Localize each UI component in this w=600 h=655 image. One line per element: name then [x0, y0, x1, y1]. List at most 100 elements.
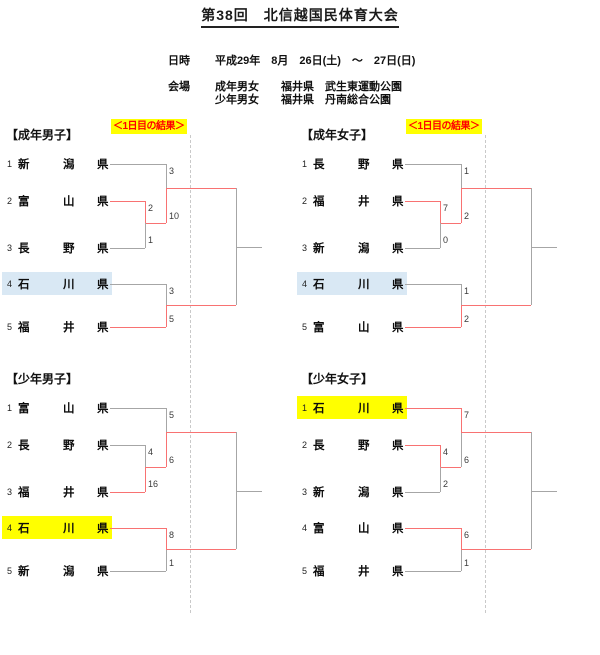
team-name-char: 石 — [313, 278, 325, 291]
page-title: 第38回 北信越国民体育大会 — [201, 5, 399, 28]
team-seed: 3 — [7, 242, 13, 253]
team-name-char: 福 — [313, 565, 325, 578]
team-name-char: 山 — [63, 402, 75, 415]
winner-line — [166, 549, 236, 550]
venue-line-adult: 成年男女 福井県 武生東運動公園 — [215, 81, 402, 93]
team-row: 5 新 潟 県 — [2, 559, 112, 582]
team-row-highlighted: 1 石 川 県 — [297, 396, 407, 419]
team-row: 1 富 山 県 — [2, 396, 112, 419]
score-r1winner-semifinal: 6 — [169, 455, 175, 465]
score-semifinal2-upper: 8 — [169, 530, 175, 540]
score-semifinal2-upper: 3 — [169, 286, 175, 296]
score-seed1-semifinal: 7 — [464, 410, 470, 420]
bracket-title: 【少年男子】 — [6, 372, 79, 386]
title-area: 第38回 北信越国民体育大会 — [0, 5, 600, 28]
team-row-highlighted: 4 石 川 県 — [297, 272, 407, 295]
bracket-line — [110, 445, 145, 446]
team-name-char: 県 — [392, 321, 404, 334]
date-label: 日時 — [168, 55, 190, 67]
winner-line — [440, 201, 441, 223]
winner-line — [461, 305, 531, 306]
score-semifinal2-upper: 6 — [464, 530, 470, 540]
team-name-char: 富 — [313, 522, 325, 535]
team-seed: 3 — [7, 486, 13, 497]
team-name-char: 福 — [18, 486, 30, 499]
bracket-line — [110, 164, 166, 165]
score-semifinal2-lower: 1 — [169, 558, 175, 568]
team-seed: 2 — [302, 195, 308, 206]
venue-line-junior: 少年男女 福井県 丹南総合公園 — [215, 94, 391, 106]
team-row: 2 長 野 県 — [2, 433, 112, 456]
score-round1-upper: 2 — [148, 203, 154, 213]
winner-line — [461, 408, 462, 432]
bracket-adult-women: 【成年女子】 1 長 野 県 2 福 井 県 3 新 潟 県 4 石 川 県 5… — [295, 120, 565, 360]
winner-line — [166, 528, 167, 549]
bracket-line — [405, 164, 461, 165]
bracket-line — [405, 248, 440, 249]
team-row: 5 福 井 県 — [2, 315, 112, 338]
bracket-line — [166, 284, 167, 305]
team-name-char: 野 — [358, 439, 370, 452]
team-name-char: 野 — [63, 439, 75, 452]
team-seed: 4 — [302, 278, 308, 289]
bracket-line — [166, 408, 167, 432]
team-name-char: 井 — [63, 321, 75, 334]
winner-line — [145, 467, 166, 468]
score-r1winner-semifinal: 10 — [169, 211, 180, 221]
team-row: 2 長 野 県 — [297, 433, 407, 456]
winner-line — [110, 528, 166, 529]
team-name-char: 県 — [392, 158, 404, 171]
team-seed: 1 — [302, 158, 308, 169]
team-name-char: 県 — [392, 242, 404, 255]
date-value: 平成29年 8月 26日(土) ～ 27日(日) — [215, 55, 416, 67]
score-seed1-semifinal: 1 — [464, 166, 470, 176]
score-round1-upper: 4 — [443, 447, 449, 457]
bracket-line — [110, 571, 166, 572]
team-seed: 4 — [7, 522, 13, 533]
final-output-line — [531, 247, 557, 248]
team-name-char: 川 — [358, 402, 370, 415]
team-row: 4 富 山 県 — [297, 516, 407, 539]
bracket-title: 【少年女子】 — [301, 372, 374, 386]
team-name-char: 長 — [313, 439, 325, 452]
winner-line — [461, 432, 531, 433]
bracket-line — [145, 445, 146, 467]
team-name-char: 富 — [313, 321, 325, 334]
bracket-line — [405, 284, 461, 285]
winner-line — [461, 305, 462, 327]
team-seed: 5 — [302, 321, 308, 332]
team-seed: 5 — [7, 321, 13, 332]
final-output-line — [531, 491, 557, 492]
team-name-char: 県 — [97, 278, 109, 291]
team-name-char: 潟 — [358, 242, 370, 255]
team-name-char: 県 — [97, 522, 109, 535]
bracket-line — [110, 408, 166, 409]
team-row: 3 福 井 県 — [2, 480, 112, 503]
team-name-char: 長 — [18, 439, 30, 452]
team-name-char: 野 — [63, 242, 75, 255]
team-seed: 1 — [7, 158, 13, 169]
winner-line — [405, 528, 461, 529]
winner-line — [440, 445, 441, 467]
team-name-char: 新 — [313, 242, 325, 255]
team-name-char: 富 — [18, 402, 30, 415]
team-name-char: 潟 — [63, 565, 75, 578]
score-round1-upper: 7 — [443, 203, 449, 213]
team-name-char: 福 — [313, 195, 325, 208]
team-name-char: 井 — [358, 565, 370, 578]
team-name-char: 県 — [392, 278, 404, 291]
day-divider-dashed-line-right — [485, 135, 486, 613]
team-name-char: 新 — [313, 486, 325, 499]
team-name-char: 井 — [358, 195, 370, 208]
team-row: 3 新 潟 県 — [297, 480, 407, 503]
team-name-char: 山 — [358, 522, 370, 535]
day-divider-dashed-line-left — [190, 135, 191, 613]
score-semifinal2-upper: 1 — [464, 286, 470, 296]
winner-line — [166, 305, 236, 306]
team-name-char: 県 — [392, 402, 404, 415]
score-round1-lower: 1 — [148, 235, 154, 245]
winner-line — [145, 201, 146, 223]
final-connector-line — [236, 432, 237, 549]
team-seed: 3 — [302, 242, 308, 253]
